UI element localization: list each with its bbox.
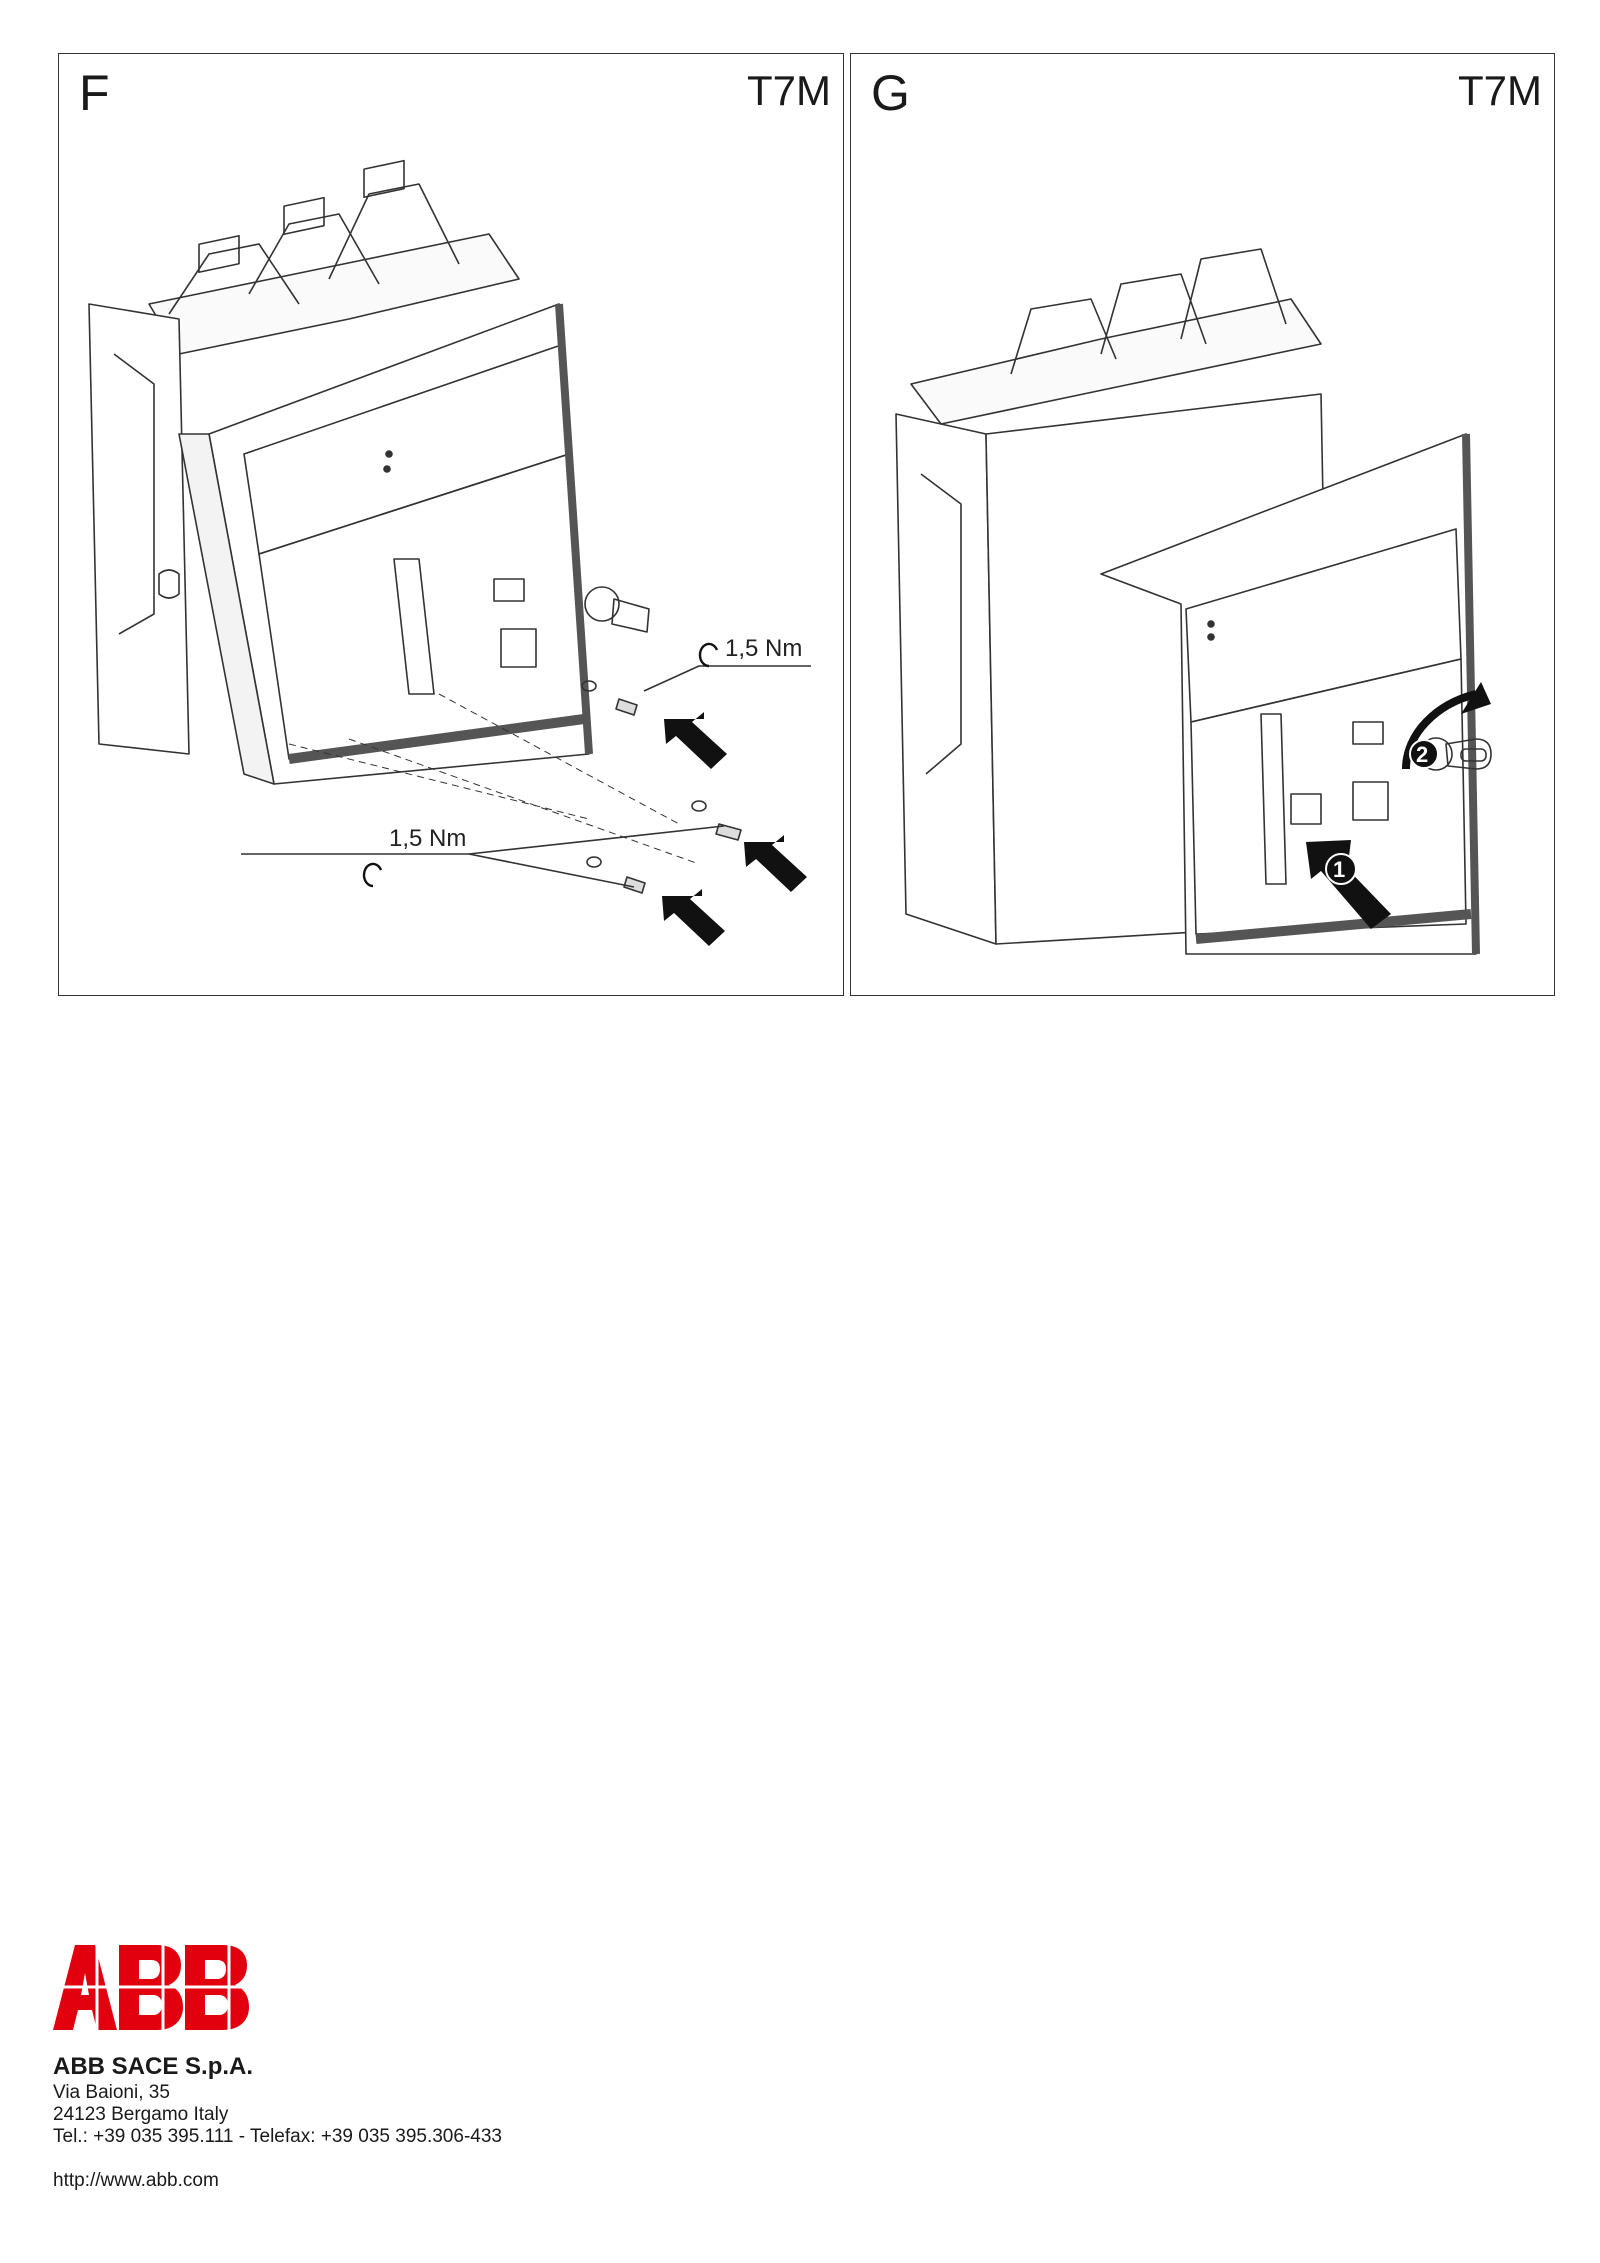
step-number: 1 [1333, 857, 1345, 882]
breaker-locking-illustration: 1 2 [895, 248, 1492, 955]
breaker-front-cover-illustration: 1,5 Nm 1,5 Nm [88, 159, 811, 946]
torque-label: 1,5 Nm [389, 825, 466, 852]
contact-phone: Tel.: +39 035 395.111 - Telefax: +39 035… [53, 2126, 502, 2147]
torque-label: 1,5 Nm [725, 635, 802, 662]
website-link[interactable]: http://www.abb.com [53, 2170, 219, 2191]
panel-model: T7M [747, 67, 831, 114]
address-street: Via Baioni, 35 [53, 2082, 170, 2103]
address-city: 24123 Bergamo Italy [53, 2104, 229, 2125]
panel-letter: G [871, 65, 910, 121]
footer: ABB SACE S.p.A. Via Baioni, 35 24123 Ber… [53, 1945, 753, 2192]
panel-letter: F [79, 65, 110, 121]
step-number: 2 [1416, 742, 1428, 767]
abb-logo [53, 1945, 249, 2030]
figure-panel-f: F T7M [58, 53, 844, 996]
panel-model: T7M [1458, 67, 1542, 114]
company-name: ABB SACE S.p.A. [53, 2053, 254, 2080]
figure-panel-g: G T7M [850, 53, 1555, 996]
